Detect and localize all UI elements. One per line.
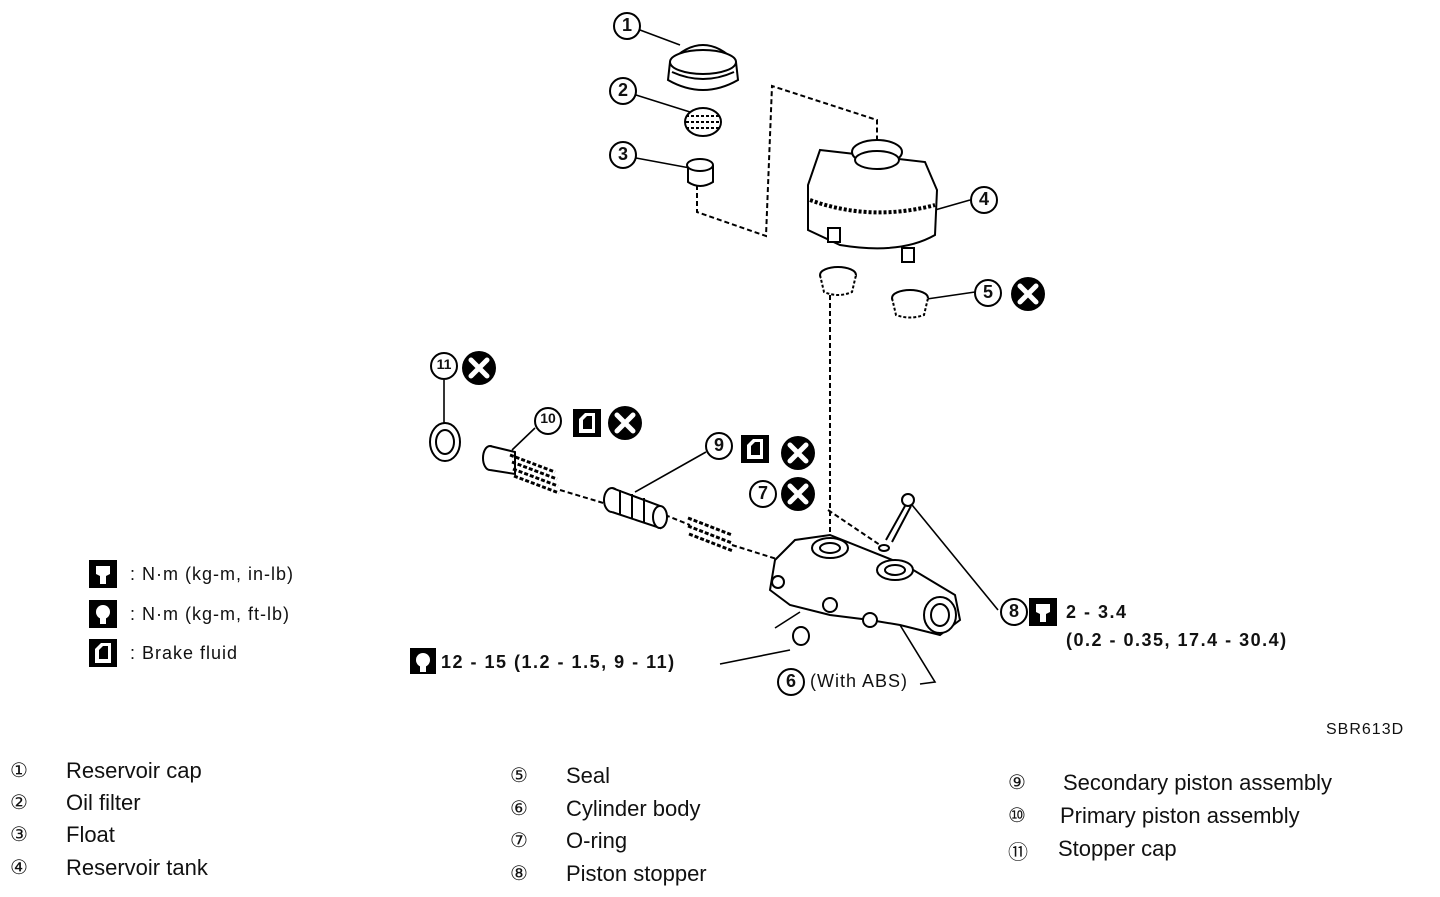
part-name-3: Float <box>66 822 115 847</box>
part-num-3: ③ <box>10 824 28 846</box>
callout-6: 6 <box>785 671 796 691</box>
part-num-1: ① <box>10 760 28 782</box>
callout-5: 5 <box>982 282 993 302</box>
callout-circles <box>430 12 1028 696</box>
figure-code: SBR613D <box>1326 721 1405 738</box>
callout-8: 8 <box>1008 601 1019 621</box>
part-name-9: Secondary piston assembly <box>1063 770 1333 795</box>
cylinder-body-part <box>768 533 962 637</box>
stopper-torque-spec: 2 - 3.4 <box>1066 602 1128 622</box>
legend-wrench-icon <box>89 560 117 588</box>
o-ring-part <box>878 544 890 552</box>
primary-piston-part <box>482 445 560 495</box>
legend-fluid-icon <box>89 639 117 667</box>
part-num-6: ⑥ <box>510 798 528 820</box>
part-num-4: ④ <box>10 857 28 879</box>
piston-stopper-part <box>885 493 915 543</box>
leader-lines <box>443 29 999 685</box>
part-num-2: ② <box>10 792 28 814</box>
part-name-4: Reservoir tank <box>66 855 208 880</box>
part-num-7: ⑦ <box>510 830 528 852</box>
callout-4: 4 <box>978 189 989 209</box>
stopper-cap-part <box>429 422 461 462</box>
part-num-8: ⑧ <box>510 863 528 885</box>
legend-socket-text: : N·m (kg-m, ft-lb) <box>130 604 290 624</box>
stopper-torque-spec-detail: (0.2 - 0.35, 17.4 - 30.4) <box>1066 630 1288 650</box>
part-name-8: Piston stopper <box>566 861 707 886</box>
legend-socket-icon <box>89 600 117 628</box>
port-plug-part <box>792 626 810 646</box>
with-abs-note: (With ABS) <box>810 671 909 691</box>
callout-7: 7 <box>757 483 768 503</box>
part-num-10: ⑩ <box>1008 805 1026 827</box>
wrench-icon-spec <box>1029 598 1057 626</box>
part-name-10: Primary piston assembly <box>1060 803 1300 828</box>
callout-2: 2 <box>617 80 628 100</box>
part-num-9: ⑨ <box>1008 772 1026 794</box>
callout-10: 10 <box>540 410 556 426</box>
oil-filter-part <box>684 107 722 137</box>
part-name-6: Cylinder body <box>566 796 701 821</box>
part-name-2: Oil filter <box>66 790 141 815</box>
legend-fluid-text: : Brake fluid <box>130 643 239 663</box>
reservoir-tank-part <box>807 139 939 263</box>
part-name-7: O-ring <box>566 828 628 853</box>
part-num-11: ⑪ <box>1008 842 1028 864</box>
part-num-5: ⑤ <box>510 765 528 787</box>
part-name-5: Seal <box>566 763 611 788</box>
callout-1: 1 <box>621 15 632 35</box>
legend-wrench-text: : N·m (kg-m, in-lb) <box>130 564 294 584</box>
secondary-piston-part <box>603 487 734 553</box>
seal-parts <box>819 266 929 319</box>
reservoir-cap-part <box>666 44 740 91</box>
part-name-11: Stopper cap <box>1058 836 1177 861</box>
socket-icon-spec <box>410 648 436 674</box>
callout-3: 3 <box>617 144 628 164</box>
socket-torque-spec: 12 - 15 (1.2 - 1.5, 9 - 11) <box>441 652 676 672</box>
callout-9: 9 <box>713 435 724 455</box>
float-part <box>686 158 714 187</box>
part-name-1: Reservoir cap <box>66 758 202 783</box>
brake-fluid-markers <box>573 409 769 463</box>
callout-11: 11 <box>436 356 452 372</box>
connector-lines <box>559 84 881 561</box>
